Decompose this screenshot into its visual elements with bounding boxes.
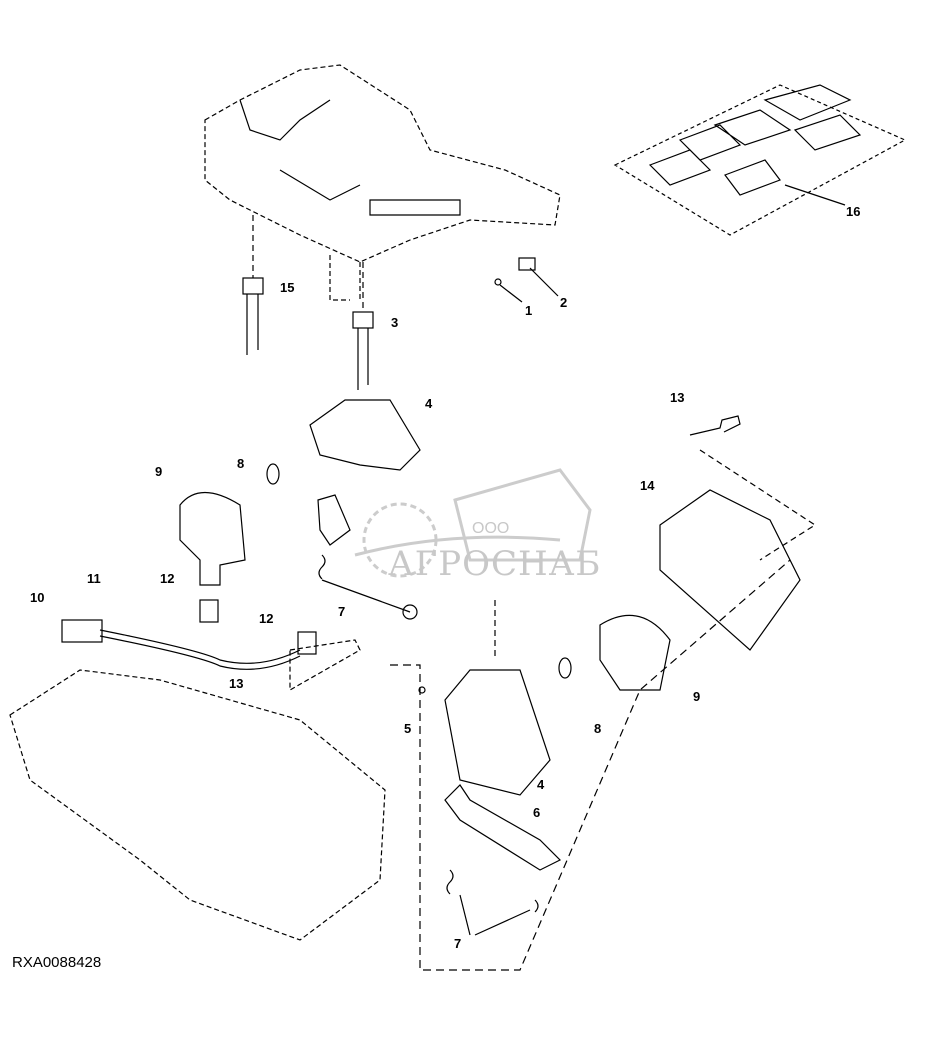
screw-5 xyxy=(418,686,426,694)
upper-console xyxy=(204,64,561,301)
callout-3: 3 xyxy=(391,315,399,330)
connector-12b xyxy=(297,631,317,655)
callout-12: 12 xyxy=(160,571,175,586)
part-1 xyxy=(494,278,502,286)
lever-15 xyxy=(242,277,264,355)
lever-3 xyxy=(352,311,374,390)
callout-2: 2 xyxy=(560,295,568,310)
callout-1: 1 xyxy=(525,303,533,318)
callout-10: 10 xyxy=(30,590,45,605)
callout-8: 8 xyxy=(237,456,245,471)
callout-14: 14 xyxy=(640,478,655,493)
spring-7-upper xyxy=(318,554,326,580)
cover-9-right xyxy=(599,614,671,691)
lever-6 xyxy=(444,784,562,871)
watermark-prefix: ООО xyxy=(472,520,510,537)
spring-8-upper xyxy=(266,463,280,485)
latch xyxy=(317,494,351,546)
spring-8-lower xyxy=(558,657,572,679)
callout-11: 11 xyxy=(87,571,101,586)
callout-13: 13 xyxy=(670,390,685,405)
connector-12a xyxy=(199,599,219,623)
callout-7: 7 xyxy=(338,604,346,619)
springs-7-lower xyxy=(446,869,539,913)
watermark-logo xyxy=(354,468,592,578)
housing-4-upper xyxy=(309,399,421,471)
lower-console xyxy=(9,639,386,941)
cover-14 xyxy=(659,489,801,651)
callout-16: 16 xyxy=(846,204,861,219)
callout-4: 4 xyxy=(425,396,433,411)
callout-7: 7 xyxy=(454,936,462,951)
callout-5: 5 xyxy=(404,721,412,736)
connector-10 xyxy=(61,619,103,643)
bolt-13 xyxy=(689,415,741,436)
callout-13: 13 xyxy=(229,676,244,691)
harness-11 xyxy=(99,629,301,670)
upper-console-solid xyxy=(239,99,461,216)
callout-9: 9 xyxy=(693,689,701,704)
diagram-id: RXA0088428 xyxy=(12,954,102,971)
callout-9: 9 xyxy=(155,464,163,479)
watermark-brand: АГРОСНАБ xyxy=(388,544,602,584)
cover-9-left xyxy=(179,492,246,586)
callout-4: 4 xyxy=(537,777,545,792)
callout-15: 15 xyxy=(280,280,295,295)
housing-4-lower xyxy=(444,669,551,796)
callout-12: 12 xyxy=(259,611,274,626)
decal-sheet xyxy=(613,84,907,236)
callout-6: 6 xyxy=(533,805,541,820)
callout-8: 8 xyxy=(594,721,602,736)
part-2 xyxy=(518,257,536,271)
